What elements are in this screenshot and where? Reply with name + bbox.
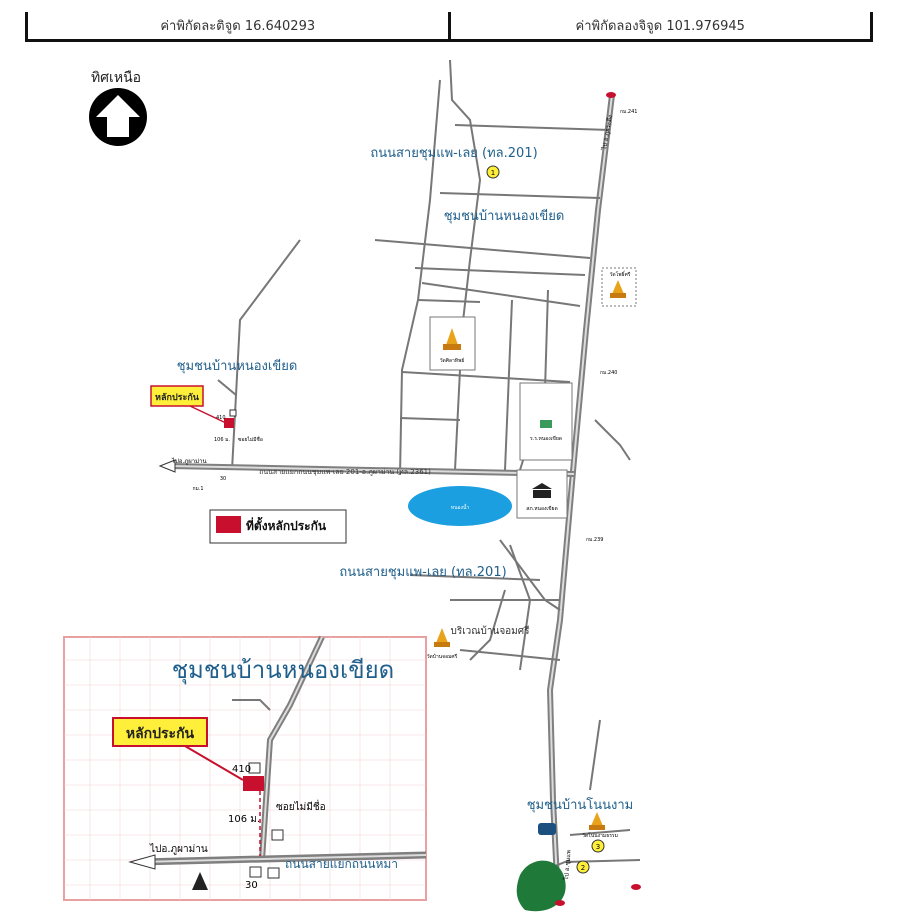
temple-south-label: วัดโนนงามธรรม — [582, 832, 618, 839]
km-marker: กม.239 — [586, 537, 603, 543]
collateral-tag — [150, 385, 204, 407]
road-label-bottom: ถนนสายชุมแพ-เลย (ทล.201) — [339, 565, 506, 580]
to-chum-phae-label: ไป อ.ชุมแพ — [562, 849, 573, 881]
highway-201 — [546, 94, 615, 901]
coordinates-bar: ค่าพิกัดละติจูด 16.640293 ค่าพิกัดลองจิจ… — [25, 12, 873, 42]
highway-end-marker — [606, 92, 616, 98]
inset-collateral-tag-label: หลักประกัน — [126, 726, 195, 742]
inset-to-phu-pha-man: ไปอ.ภูผาม่าน — [149, 843, 208, 855]
route-marker-2 — [576, 860, 590, 874]
km-marker: กม.1 — [192, 486, 203, 492]
distance-label: 106 ม. — [214, 437, 230, 443]
temple-icon — [443, 328, 461, 350]
community-south-label: ชุมชนบ้านโนนงาม — [527, 797, 634, 813]
temple-center-label: วัดศิลาทิพย์ — [440, 357, 465, 364]
legend-label: ที่ตั้งหลักประกัน — [246, 516, 327, 533]
km-marker: กม.241 — [620, 109, 637, 115]
community-center-label: ชุมชนบ้านหนองเขียด — [444, 208, 565, 224]
pond-label: หนองน้ำ — [451, 502, 470, 511]
house-number: 410 — [216, 415, 226, 421]
soi-label: ซอยไม่มีชื่อ — [238, 436, 263, 443]
temple-jomsri-label: วัดบ้านจอมศรี — [427, 653, 458, 660]
latitude-value: ค่าพิกัดละติจูด 16.640293 — [160, 19, 316, 34]
road-2361 — [158, 459, 575, 477]
temple-icon — [589, 812, 605, 830]
to-phu-pha-man-label: ไปอ.ภูผาม่าน — [171, 457, 207, 465]
highway-end-marker — [555, 900, 565, 906]
route-marker-1 — [486, 165, 500, 179]
inset-soi-label: ซอยไม่มีชื่อ — [276, 799, 326, 813]
road-label-top: ถนนสายชุมแพ-เลย (ทล.201) — [370, 146, 537, 161]
route-marker-3 — [591, 839, 605, 853]
inset-collateral-marker — [243, 776, 264, 791]
inset-title: ชุมชนบ้านหนองเขียด — [172, 656, 395, 685]
inset-collateral-tag — [112, 717, 208, 747]
road-end-marker — [631, 884, 641, 890]
inset-map — [63, 635, 427, 901]
temple-icon — [434, 628, 450, 647]
collateral-location-marker — [224, 418, 234, 428]
police-icon — [532, 483, 552, 498]
pond — [408, 486, 512, 526]
temple-icon — [610, 280, 626, 298]
park-area — [516, 860, 566, 912]
inset-house-number: 410 — [232, 764, 251, 775]
to-phu-kradueng-label: ไป อ.ภูกระดึง — [600, 114, 614, 151]
landmark-icon — [538, 823, 556, 835]
inset-km-marker-icon — [192, 872, 208, 890]
inset-road-label: ถนนสายแยกถนนหมา — [285, 857, 398, 871]
police-label: สภ.หนองเขียด — [526, 505, 557, 512]
inset-number-30: 30 — [245, 880, 258, 891]
svg-text:1: 1 — [491, 169, 495, 177]
area-label: บริเวณบ้านจอมศรี — [450, 625, 530, 637]
collateral-tag-label: หลักประกัน — [155, 392, 200, 403]
svg-text:2: 2 — [581, 864, 585, 872]
north-label: ทิศเหนือ — [91, 70, 141, 86]
svg-text:3: 3 — [596, 843, 600, 851]
school-label: ร.ร.หนองเขียด — [530, 435, 562, 442]
km-marker: กม.240 — [600, 370, 617, 376]
community-west-label: ชุมชนบ้านหนองเขียด — [177, 358, 298, 374]
road-2361-label: ถนนสายแยกถนนชุมแพ-เลย 201-อ.ภูผาม่าน (ทล… — [259, 468, 431, 476]
longitude-value: ค่าพิกัดลองจิจูด 101.976945 — [447, 12, 871, 39]
temple-east-label: วัดโพธิ์ศรี — [610, 270, 631, 278]
number-30: 30 — [220, 476, 226, 482]
legend-swatch — [216, 516, 241, 533]
north-arrow-icon — [89, 88, 147, 146]
inset-distance: 106 ม. — [228, 814, 260, 825]
school-icon — [540, 420, 552, 428]
